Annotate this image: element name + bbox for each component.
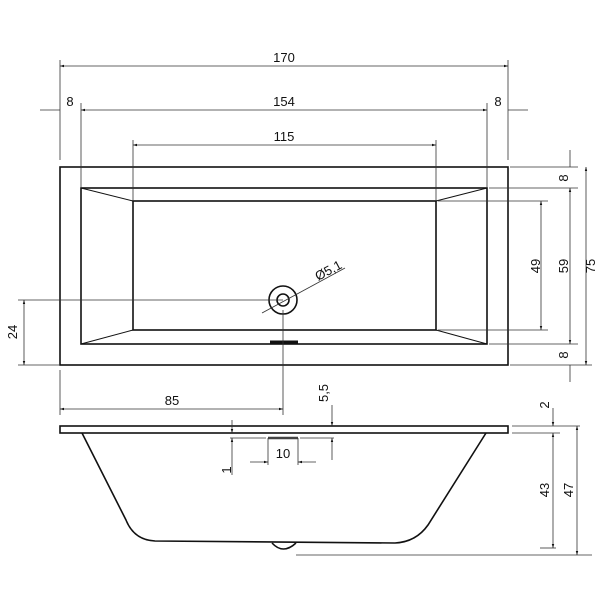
side-drain-bump [271, 542, 297, 550]
dim-overall-length: 170 [273, 50, 295, 65]
dim-overflow-offset: 5,5 [316, 384, 331, 402]
outer-rim-outline [59, 166, 509, 366]
dim-drain-offset-y: 24 [5, 325, 20, 339]
dim-rim-top: 8 [556, 174, 571, 181]
plan-view [59, 166, 509, 366]
extension-lines [18, 60, 592, 415]
dim-inner-depth: 43 [537, 483, 552, 497]
inner-basin-outline [80, 187, 488, 345]
basin-slope-lines [80, 187, 488, 345]
side-rim [59, 425, 509, 434]
dim-rim-bottom: 8 [556, 351, 571, 358]
dim-overall-height: 47 [561, 483, 576, 497]
dim-rim-right: 8 [494, 94, 501, 109]
dim-overflow-height: 1 [219, 466, 234, 473]
dim-inner-width: 59 [556, 259, 571, 273]
diameter-leader [261, 286, 311, 314]
diameter-leader-ext [309, 267, 346, 288]
dim-inner-length: 154 [273, 94, 295, 109]
dim-floor-width: 49 [528, 259, 543, 273]
floor-outline [132, 200, 437, 331]
side-extension-lines [267, 425, 592, 556]
side-view [59, 425, 509, 550]
dim-floor-length: 115 [274, 129, 295, 144]
dim-drain-diameter: Ø5,1 [312, 257, 344, 283]
dim-drain-offset-x: 85 [165, 393, 179, 408]
side-body-outline [81, 432, 487, 544]
dim-rim-thickness: 2 [537, 401, 552, 408]
dim-overall-width: 75 [583, 259, 598, 273]
dim-rim-left: 8 [66, 94, 73, 109]
dim-overflow-width: 10 [276, 446, 290, 461]
